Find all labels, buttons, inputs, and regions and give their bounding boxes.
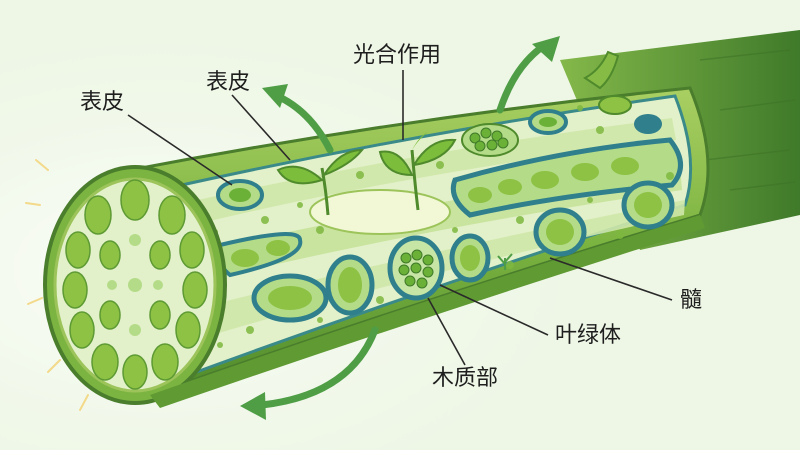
xylem-vessels — [251, 180, 675, 323]
upper-cells — [528, 95, 662, 135]
chloroplast-vessel — [387, 235, 445, 301]
label-xylem: 木质部 — [432, 366, 499, 391]
cross-section — [43, 165, 227, 405]
leader-epidermis-top — [231, 94, 291, 161]
light-well — [309, 189, 451, 235]
vessel-tube-upper-cells — [468, 157, 639, 203]
label-pith: 髓 — [680, 288, 703, 313]
arrow-down — [240, 326, 379, 420]
leader-epidermis-left — [127, 114, 233, 186]
arrow-up-left — [262, 84, 334, 154]
tissue-band-upper — [175, 118, 676, 228]
moss-sprig — [497, 253, 513, 270]
arrow-up-right — [496, 36, 560, 114]
label-epidermis-left: 表皮 — [80, 90, 125, 115]
label-chloroplast: 叶绿体 — [555, 323, 622, 348]
leader-xylem — [427, 297, 466, 366]
leader-pith — [549, 257, 673, 301]
epidermis-cell — [216, 179, 264, 211]
sprout-right — [378, 132, 457, 211]
bark-streaks — [699, 49, 796, 191]
leader-lines — [127, 70, 673, 366]
leader-chloroplast — [439, 284, 549, 336]
label-epidermis-top: 表皮 — [206, 70, 251, 95]
sparkle-lines — [25, 159, 89, 411]
sprout-left — [276, 148, 365, 216]
parenchyma-dots — [196, 105, 674, 348]
label-photosynthesis: 光合作用 — [353, 43, 442, 68]
branch-stub — [583, 50, 620, 90]
chloroplast-cluster — [461, 123, 519, 157]
